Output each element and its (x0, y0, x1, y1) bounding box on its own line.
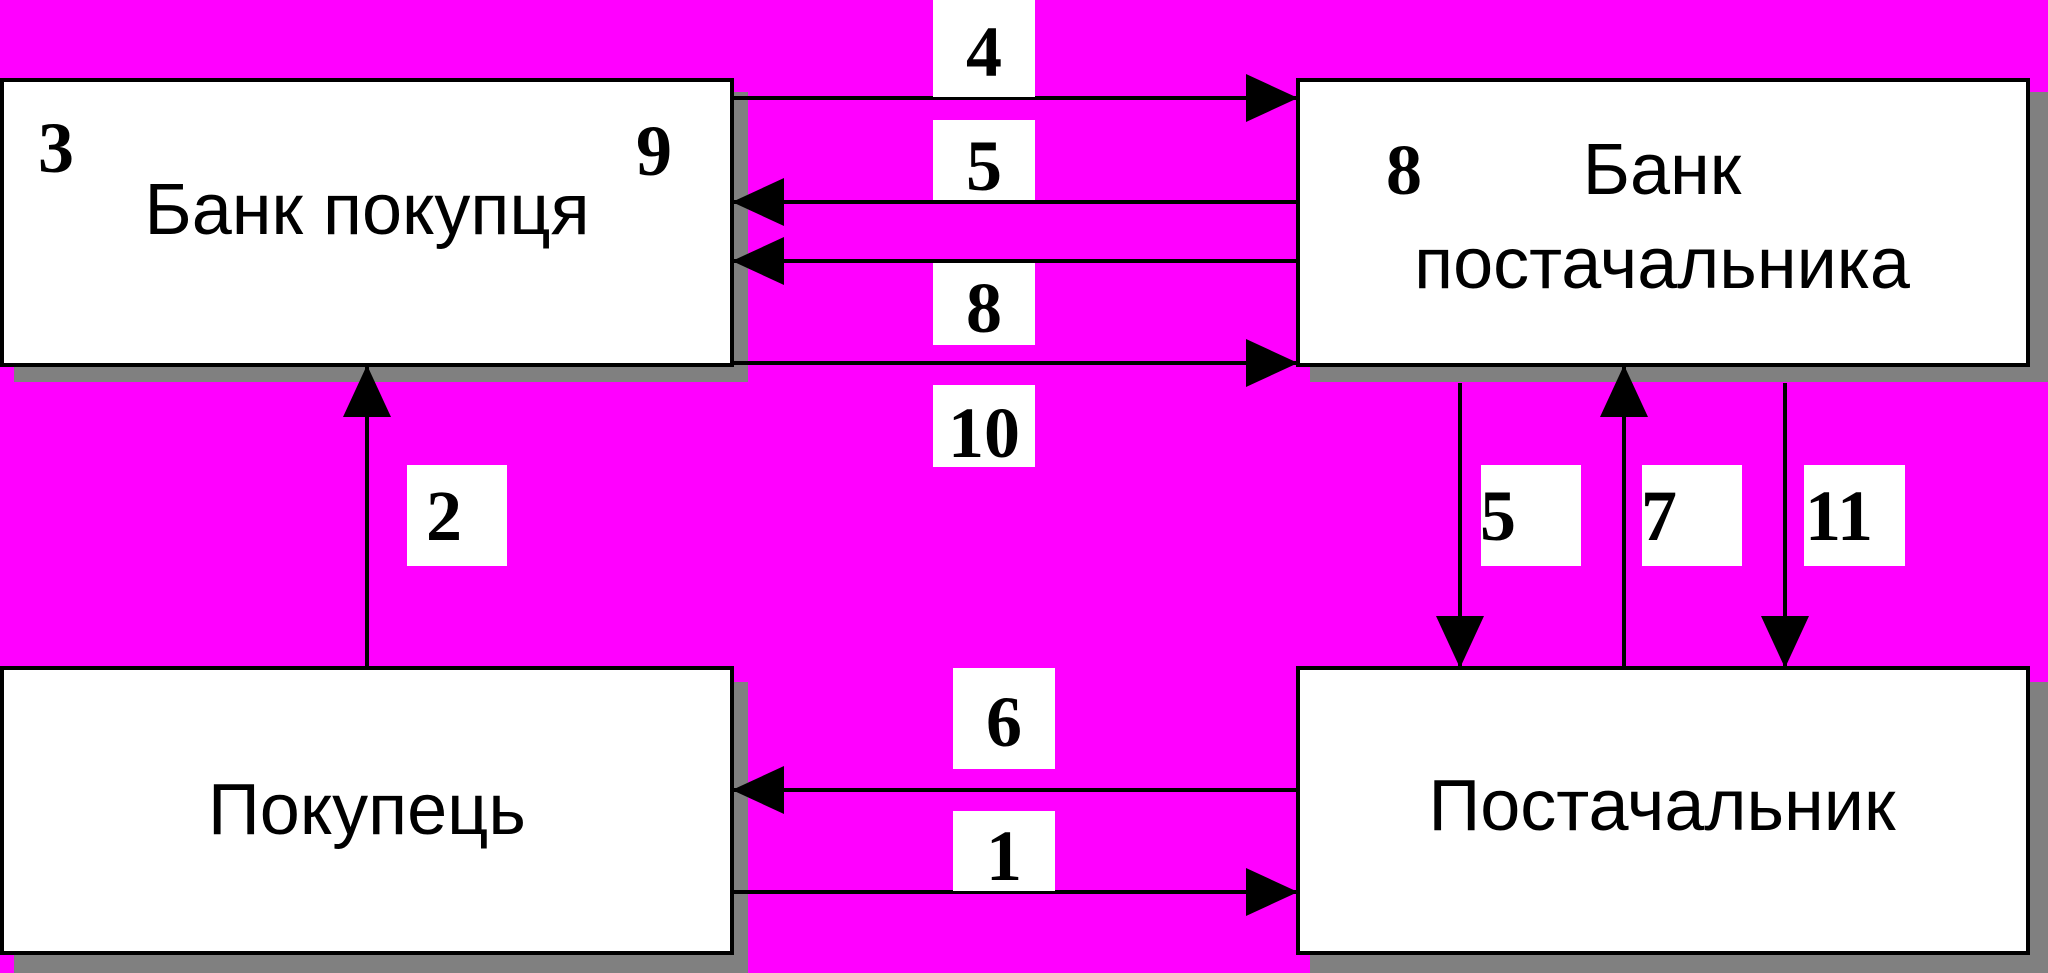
buyer-bank-label: Банк покупця (144, 170, 589, 250)
supplier-bank-box (1296, 78, 2030, 367)
buyer-bank-corner-left: 3 (38, 108, 74, 188)
supplier-label: Постачальник (1429, 766, 1896, 846)
step-8: 8 (966, 268, 1002, 348)
step-1: 1 (986, 816, 1022, 896)
supplier-bank-label-line2: постачальника (1414, 224, 1911, 304)
supplier-bank-label-line1: Банк (1583, 130, 1742, 210)
step-5-right: 5 (1480, 476, 1516, 556)
buyer-bank-box (0, 78, 734, 367)
step-4: 4 (966, 12, 1002, 92)
label-bg-5-right (1481, 465, 1581, 566)
label-bg-6 (953, 668, 1055, 769)
label-bg-11 (1804, 465, 1905, 566)
label-bg-1 (953, 811, 1055, 891)
supplier-bank-corner: 8 (1386, 130, 1422, 210)
label-bg-5-top (933, 120, 1035, 200)
label-bg-4 (933, 0, 1035, 97)
label-bg-10 (933, 385, 1035, 467)
buyer-bank-corner-right: 9 (636, 111, 672, 191)
buyer-label: Покупець (208, 770, 526, 850)
buyer-box (0, 666, 734, 955)
label-bg-2 (407, 465, 507, 566)
step-6: 6 (986, 682, 1022, 762)
step-11: 11 (1805, 476, 1873, 556)
supplier-box (1296, 666, 2030, 955)
step-7: 7 (1641, 476, 1677, 556)
label-bg-8 (933, 263, 1035, 345)
step-5-top: 5 (966, 126, 1002, 206)
step-2: 2 (426, 476, 462, 556)
step-10: 10 (948, 393, 1020, 473)
label-bg-7 (1642, 465, 1742, 566)
